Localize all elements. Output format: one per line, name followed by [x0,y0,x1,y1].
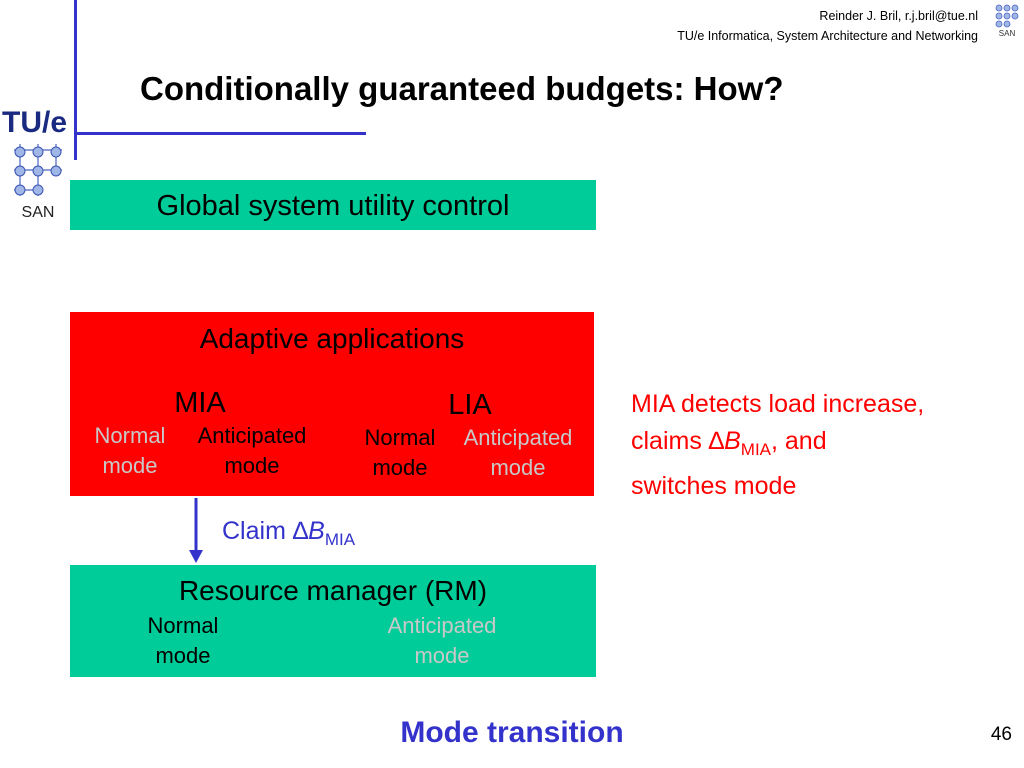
resource-manager-label: Resource manager (RM) [178,575,488,606]
lia-normal-mode: Normal mode [364,425,436,480]
claim-arrow [189,498,203,563]
lia-anticipated-mode: Anticipated mode [463,425,573,480]
global-utility-label: Global system utility control [156,190,510,222]
san-logo-small-text: SAN [999,29,1016,38]
mia-label: MIA [174,387,226,419]
author-info: Reinder J. Bril, r.j.bril@tue.nl TU/e In… [677,6,978,46]
rm-normal-mode: Normal mode [147,613,219,668]
tue-san-logo: TU/e SAN [2,106,67,220]
rm-anticipated-mode: Anticipated mode [387,613,497,668]
claim-label: Claim ∆BMIA [222,517,356,549]
footer-title: Mode transition [400,716,624,749]
header-vertical-rule [74,0,77,160]
lia-label: LIA [448,389,492,421]
san-logo-small: SAN [995,4,1019,38]
author-line: Reinder J. Bril, r.j.bril@tue.nl [819,9,978,23]
mia-note: MIA detects load increase, claims ∆BMIA,… [631,390,925,500]
san-logo-text: SAN [22,204,55,220]
adaptive-applications-label: Adaptive applications [199,323,465,354]
mia-anticipated-mode: Anticipated mode [197,423,307,478]
page-number: 46 [990,724,1012,745]
delta-symbol: ∆ [708,427,725,455]
global-utility-box: Global system utility control [70,180,596,230]
slide-title: Conditionally guaranteed budgets: How? [140,70,784,107]
resource-manager-box [70,565,596,677]
header-horizontal-rule [74,132,366,135]
adaptive-applications-box [70,312,594,496]
tue-logo-text: TU/e [2,106,67,139]
mia-normal-mode: Normal mode [94,423,166,478]
affiliation-line: TU/e Informatica, System Architecture an… [677,29,978,43]
delta-symbol: ∆ [292,517,309,545]
